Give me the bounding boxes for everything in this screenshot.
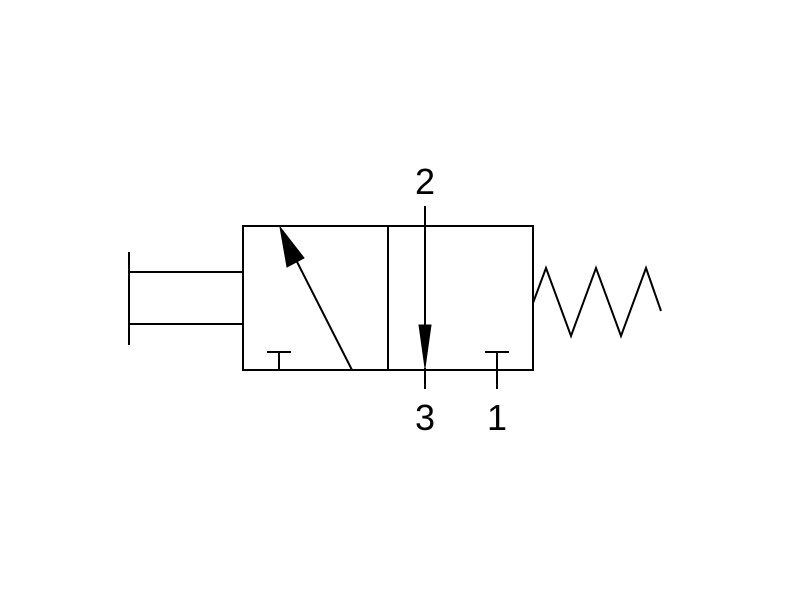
port-2-label: 2 (415, 161, 435, 202)
down-arrow-head-icon (418, 324, 432, 369)
diagonal-flow-line (290, 249, 353, 371)
port-3-label: 3 (415, 397, 435, 438)
port-1-label: 1 (487, 397, 507, 438)
spring-return-icon (532, 265, 662, 339)
push-button-actuator (128, 252, 243, 345)
diagonal-arrow-head-icon (279, 226, 305, 268)
right-position (418, 206, 509, 389)
left-position (267, 226, 353, 371)
valve-body (242, 225, 534, 371)
